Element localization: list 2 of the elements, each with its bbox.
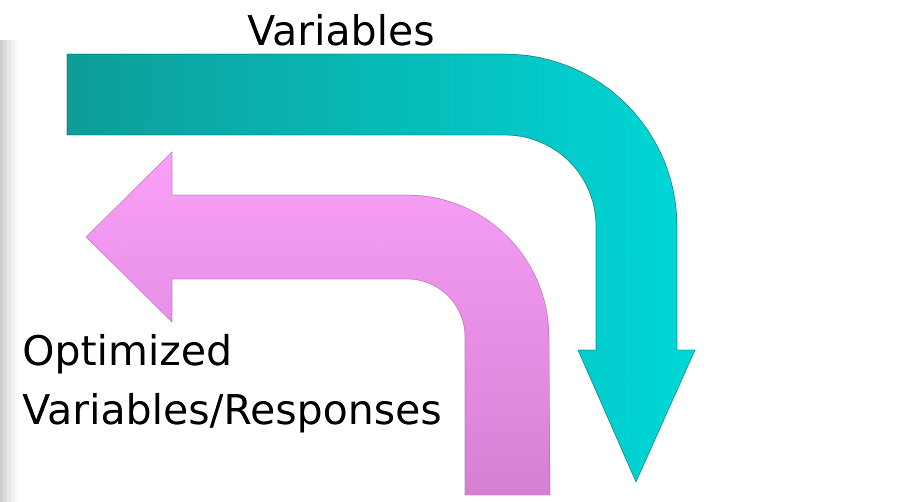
- label: Optimized Variables/Responses: [22, 334, 440, 433]
- label: Variables: [248, 14, 433, 46]
